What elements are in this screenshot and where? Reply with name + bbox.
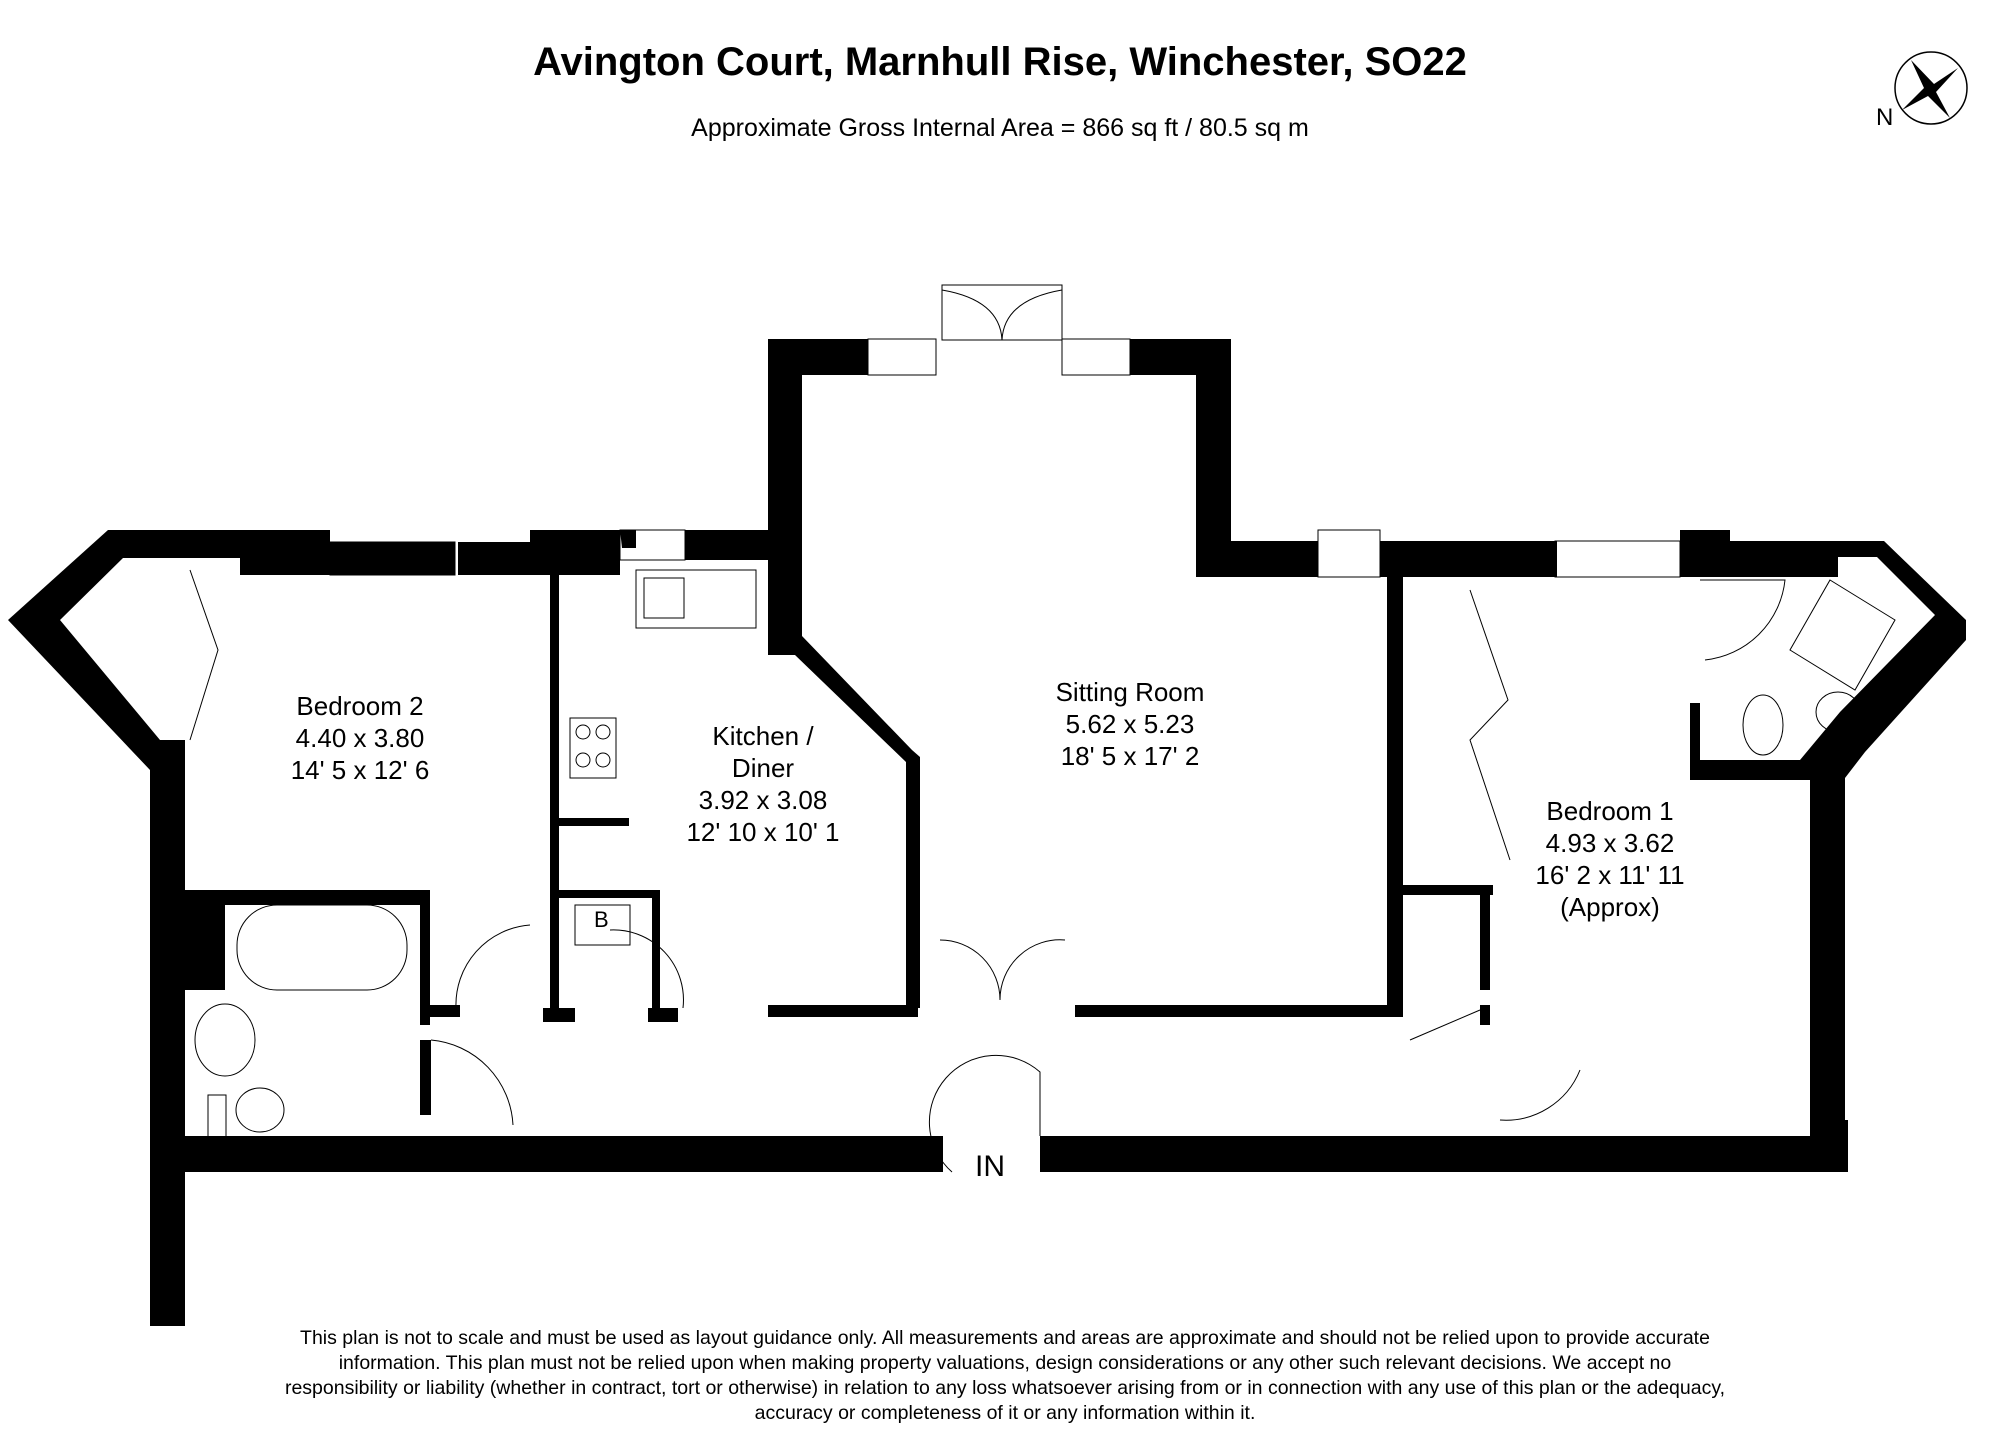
room-metric: 4.93 x 3.62 bbox=[1545, 828, 1675, 858]
room-bedroom-2: Bedroom 2 4.40 x 3.80 14' 5 x 12' 6 bbox=[291, 690, 430, 786]
room-name: Bedroom 2 bbox=[296, 691, 424, 721]
room-name: Bedroom 1 bbox=[1546, 796, 1674, 826]
gross-area: Approximate Gross Internal Area = 866 sq… bbox=[691, 114, 1309, 142]
room-imperial: 12' 10 x 10' 1 bbox=[686, 817, 840, 847]
boiler-label: B bbox=[594, 907, 609, 932]
room-imperial: 14' 5 x 12' 6 bbox=[290, 755, 430, 785]
walls bbox=[8, 339, 1966, 1326]
room-kitchen-diner: Kitchen / Diner 3.92 x 3.08 12' 10 x 10'… bbox=[686, 720, 839, 848]
room-metric: 5.62 x 5.23 bbox=[1065, 709, 1195, 739]
room-imperial: 18' 5 x 17' 2 bbox=[1060, 741, 1200, 771]
room-note: (Approx) bbox=[1560, 892, 1660, 922]
room-imperial: 16' 2 x 11' 11 bbox=[1535, 860, 1685, 890]
plan-title: Avington Court, Marnhull Rise, Wincheste… bbox=[533, 40, 1467, 84]
disclaimer: This plan is not to scale and must be us… bbox=[284, 1327, 1726, 1424]
compass-north-label: N bbox=[1876, 104, 1894, 131]
room-name: Sitting Room bbox=[1055, 677, 1205, 707]
fixtures bbox=[189, 284, 1896, 1173]
room-bedroom-1: Bedroom 1 4.93 x 3.62 16' 2 x 11' 11 (Ap… bbox=[1535, 795, 1684, 923]
room-sitting-room: Sitting Room 5.62 x 5.23 18' 5 x 17' 2 bbox=[1056, 676, 1205, 772]
room-metric: 4.40 x 3.80 bbox=[295, 723, 425, 753]
room-metric: 3.92 x 3.08 bbox=[698, 785, 828, 815]
compass-rose-icon bbox=[1894, 51, 1968, 125]
entrance-label: IN bbox=[975, 1150, 1005, 1183]
room-name-2: Diner bbox=[731, 753, 795, 783]
room-name: Kitchen / bbox=[712, 721, 814, 751]
